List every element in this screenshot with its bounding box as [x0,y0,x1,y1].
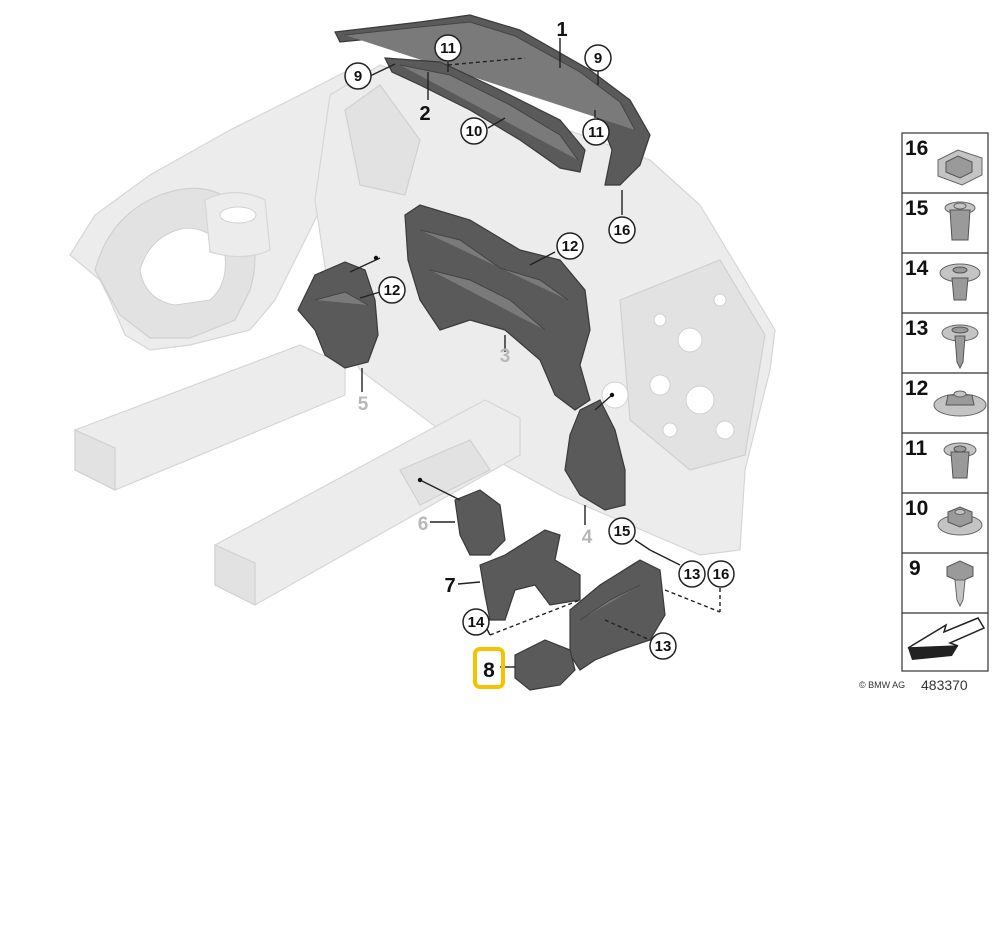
legend-tile-13: 13 [905,317,979,370]
part-label-4: 4 [582,527,593,548]
footer: © BMW AG 483370 [859,677,968,693]
callout-16-bottom: 16 [707,560,735,588]
svg-text:16: 16 [905,137,928,160]
leader-dots [373,255,615,483]
callout-14: 14 [462,608,490,636]
part-label-8: 8 [483,659,495,682]
callout-12-left: 12 [378,276,406,304]
part-label-7: 7 [444,575,455,597]
svg-text:12: 12 [562,238,579,255]
part-3-bulkhead-insulation [404,204,591,411]
callout-16-top: 16 [608,216,636,244]
part-7-shield [479,529,581,621]
copyright-text: © BMW AG [859,680,905,690]
fastener-legend: 16 15 14 13 12 [901,132,989,672]
part-label-2: 2 [419,103,430,125]
legend-tile-14: 14 [905,257,981,301]
callout-12-center: 12 [556,232,584,260]
part-2-cowl-panel [383,57,586,173]
legend-arrow-icon [907,617,986,660]
svg-text:13: 13 [655,638,672,655]
callout-13-right: 13 [678,560,706,588]
svg-text:11: 11 [588,124,604,141]
legend-tile-12: 12 [905,377,987,417]
part-8-shield [514,639,576,691]
part-label-5: 5 [358,394,369,415]
svg-text:10: 10 [466,123,483,140]
callout-10: 10 [460,117,488,145]
svg-text:11: 11 [440,40,456,57]
callout-15: 15 [608,517,636,545]
callout-11-right: 11 [582,118,610,146]
legend-tile-15: 15 [905,197,976,241]
part-label-6: 6 [418,514,429,535]
svg-text:9: 9 [909,557,921,580]
svg-text:9: 9 [354,68,362,85]
svg-text:13: 13 [684,566,701,583]
highlight-box [473,647,505,689]
part-label-1: 1 [556,19,567,41]
callout-9-top-left: 9 [344,62,372,90]
part-1-cowl-seal [334,14,651,186]
part-lower-duct [569,559,666,671]
svg-text:10: 10 [905,497,928,520]
part-label-3: 3 [500,346,511,367]
diagram-number: 483370 [921,677,968,693]
callouts: 9 11 9 10 11 16 12 12 15 13 16 14 13 [344,34,735,660]
svg-text:12: 12 [905,377,928,400]
callout-11-top: 11 [434,34,462,62]
legend-tile-11: 11 [905,437,977,479]
legend-tile-16: 16 [905,137,983,186]
part-4-lower-insulation [564,399,626,511]
callout-13-bottom: 13 [649,632,677,660]
svg-text:12: 12 [384,282,401,299]
svg-text:11: 11 [905,437,928,460]
svg-text:16: 16 [713,566,730,583]
part-5-side-insulation [297,261,379,369]
callout-9-top-right: 9 [584,44,612,72]
svg-text:16: 16 [614,222,631,239]
svg-text:13: 13 [905,317,928,340]
part-numbers: 1 2 3 4 5 6 7 8 [358,19,593,689]
svg-text:14: 14 [905,257,929,280]
svg-text:14: 14 [468,614,485,631]
svg-text:15: 15 [614,523,631,540]
part-6-bracket [454,489,506,556]
svg-text:15: 15 [905,197,929,220]
legend-tile-9: 9 [909,557,974,608]
legend-tile-10: 10 [905,497,983,536]
svg-text:9: 9 [594,50,602,67]
